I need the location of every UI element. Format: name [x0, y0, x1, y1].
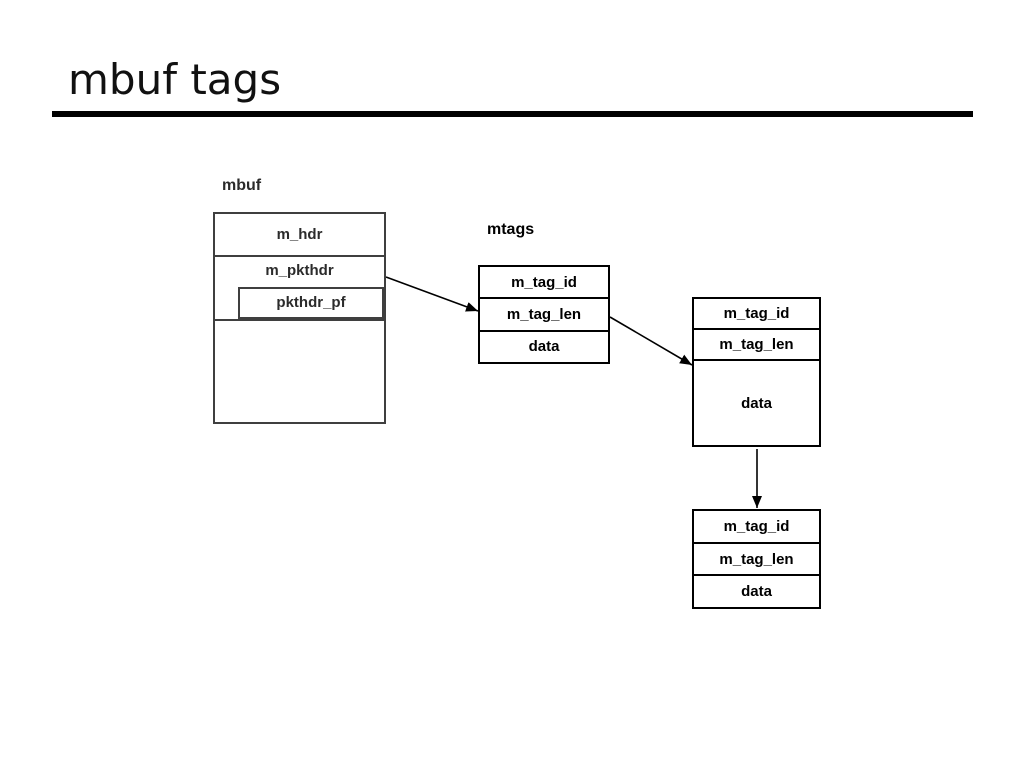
arrow-mtags-to-tag2 — [609, 316, 693, 366]
mbuf-row-m-hdr: m_hdr — [276, 226, 323, 243]
mtags-label: mtags — [487, 221, 535, 238]
mtags-row-m-tag-id: m_tag_id — [480, 267, 608, 300]
title-rule — [52, 111, 973, 117]
tag3-row-m-tag-len: m_tag_len — [694, 544, 819, 577]
page-title: mbuf tags — [68, 55, 282, 104]
mbuf-divider-2 — [215, 319, 384, 321]
mtags-row-data: data — [528, 338, 560, 356]
tag2-row-data: data — [741, 394, 772, 412]
tag3-row-m-tag-id: m_tag_id — [694, 511, 819, 544]
tag3-row-data: data — [741, 583, 772, 601]
mtags-row-m-tag-len: m_tag_len — [480, 299, 608, 332]
mbuf-row-m-pkthdr: m_pkthdr — [265, 262, 334, 279]
mbuf-label: mbuf — [222, 177, 262, 194]
tag2-row-m-tag-id: m_tag_id — [694, 299, 819, 330]
mtags-box: m_tag_id m_tag_len data — [478, 265, 610, 364]
tag2-row-m-tag-len: m_tag_len — [694, 330, 819, 361]
arrow-pkthdrpf-to-mtags — [385, 276, 479, 312]
mbuf-box: m_hdr m_pkthdr pkthdr_pf — [213, 212, 386, 424]
tag3-box: m_tag_id m_tag_len data — [692, 509, 821, 609]
mbuf-divider-1 — [215, 255, 384, 257]
pkthdr-pf-box: pkthdr_pf — [238, 287, 384, 319]
tag2-box: m_tag_id m_tag_len data — [692, 297, 821, 447]
